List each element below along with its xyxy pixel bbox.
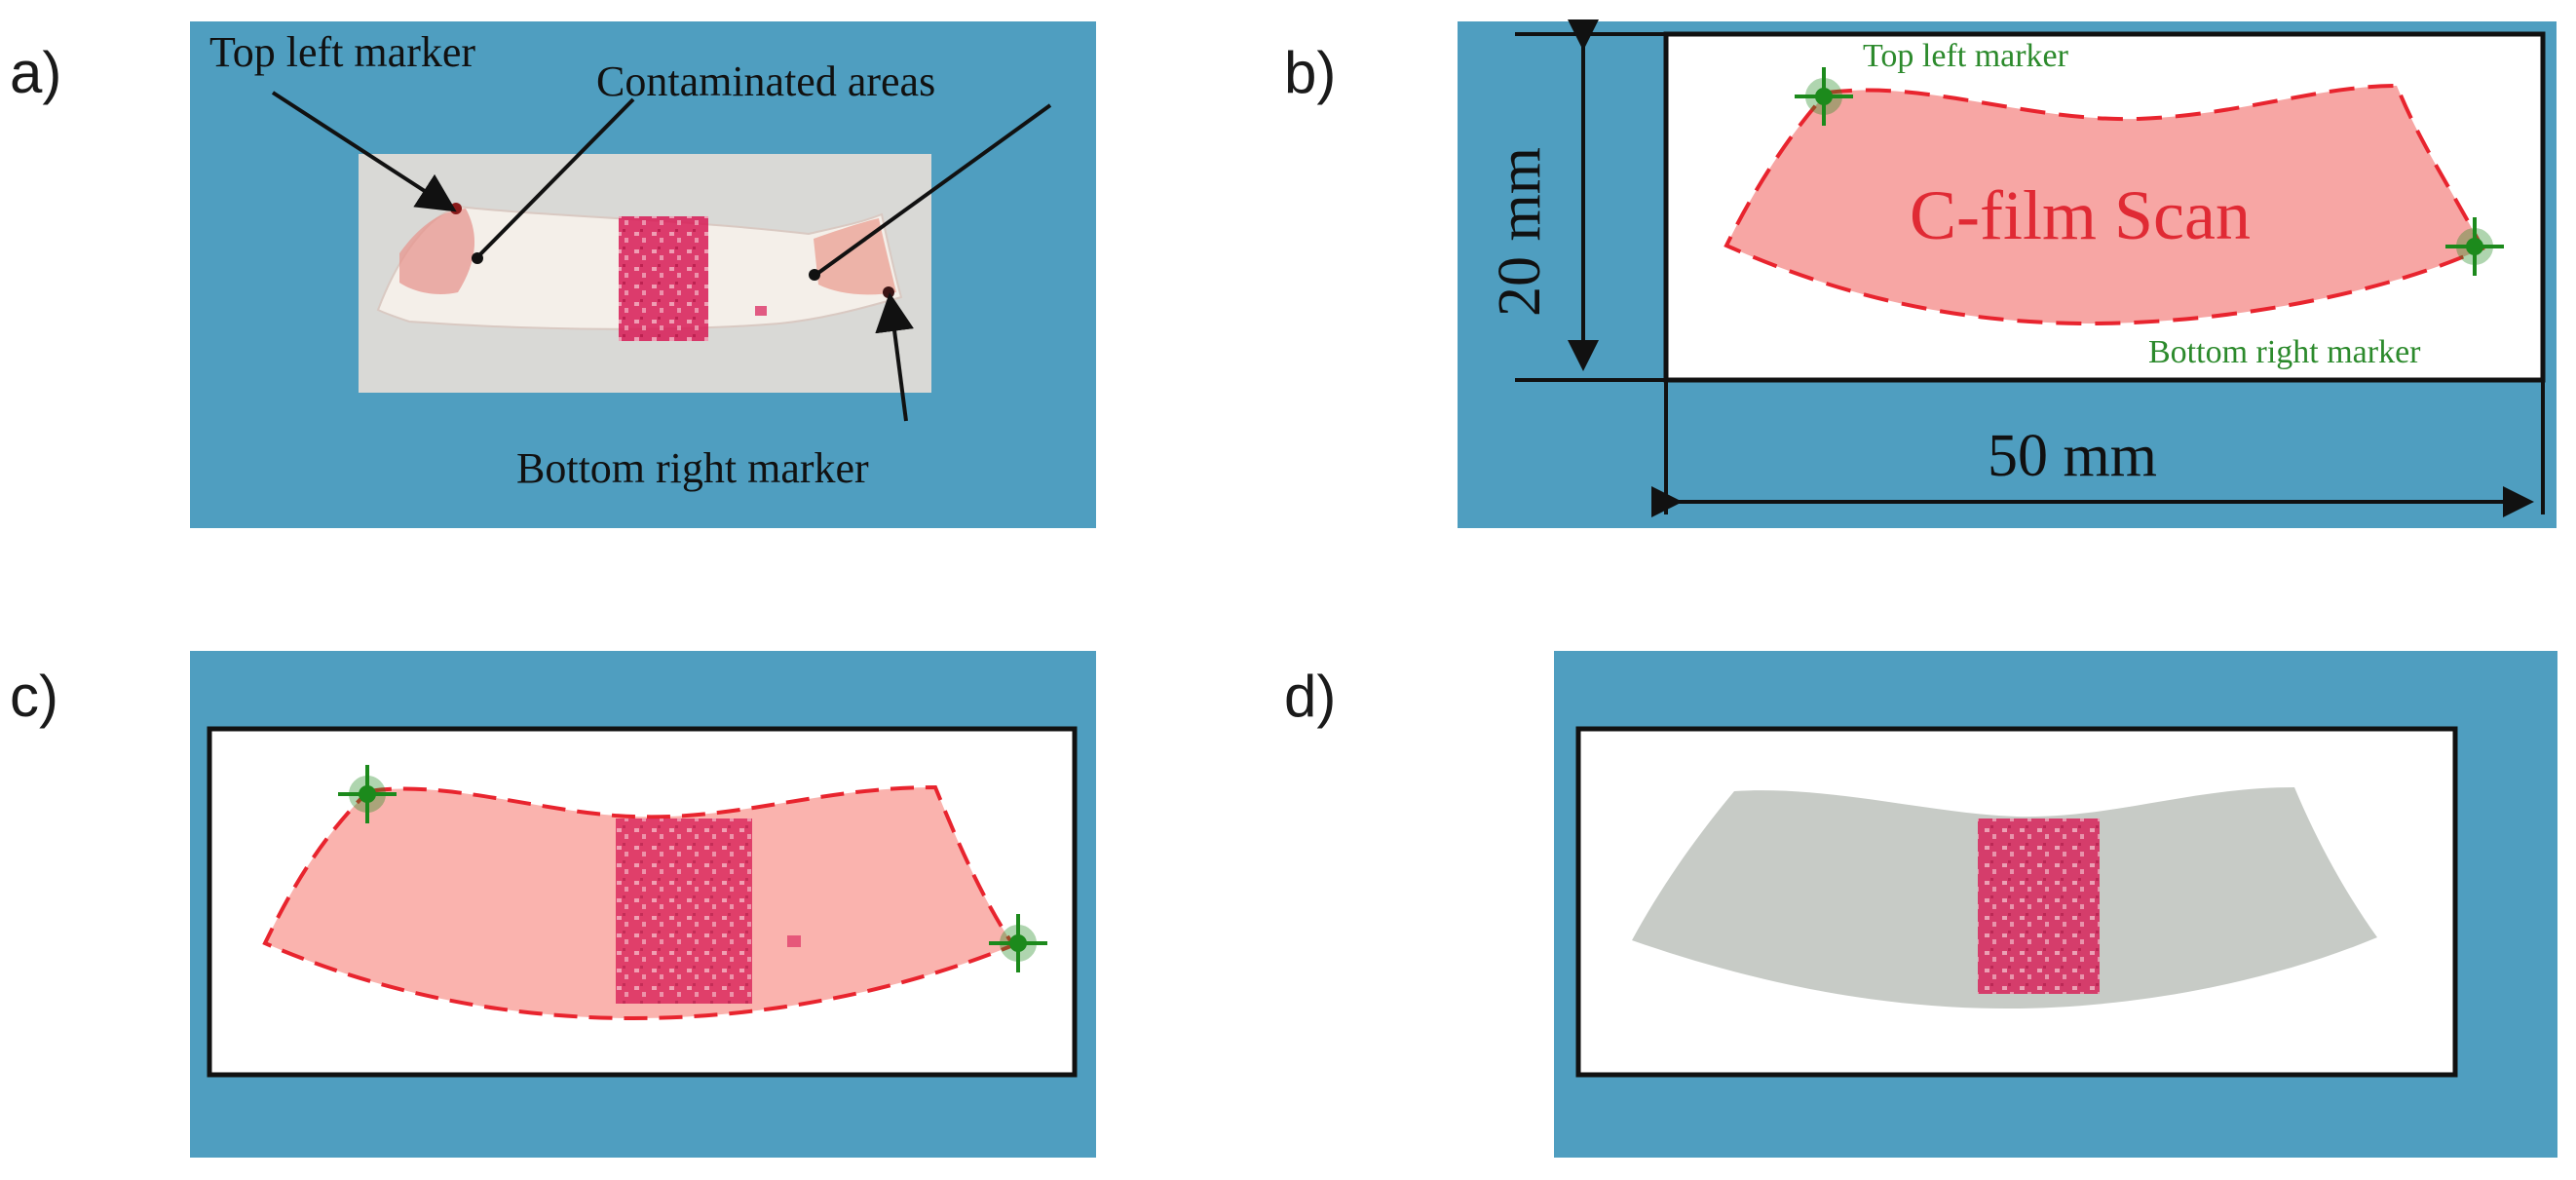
panel-a: a) Top left marker Contaminated areas Bo… <box>10 21 1096 528</box>
panel-letter-d: d) <box>1284 664 1336 729</box>
bottom-right-marker-dot <box>883 286 894 298</box>
crosshair-marker-icon <box>1795 67 1853 126</box>
contaminated-point-right <box>809 269 820 281</box>
contaminated-area-right <box>814 218 896 295</box>
panel-letter-c: c) <box>10 664 58 729</box>
crosshair-marker-icon <box>989 914 1047 972</box>
arrow-icon <box>271 91 457 212</box>
stain-region <box>1978 818 2100 994</box>
stain-speck <box>787 935 801 947</box>
label-bottom-right-marker-b: Bottom right marker <box>2148 334 2421 370</box>
panel-letter-b: b) <box>1284 40 1336 105</box>
crosshair-marker-icon <box>338 765 397 823</box>
label-top-left-marker-b: Top left marker <box>1863 38 2069 74</box>
panel-letter-a: a) <box>10 40 61 105</box>
c-film-scan-label: C-film Scan <box>1910 176 2251 254</box>
width-label: 50 mm <box>1988 423 2157 489</box>
stain-region <box>619 216 708 341</box>
top-left-marker-dot <box>450 203 462 214</box>
label-contaminated-areas: Contaminated areas <box>596 57 935 105</box>
stain-region <box>616 818 752 1004</box>
arrow-icon <box>477 97 635 257</box>
panel-b: b) C-film Scan Top left marker Bottom ri… <box>1284 19 2557 528</box>
label-bottom-right-marker-a: Bottom right marker <box>516 444 869 492</box>
height-label: 20 mm <box>1487 147 1553 317</box>
arrow-icon <box>816 103 1052 275</box>
panel-d: d) <box>1284 651 2557 1158</box>
c-film-outline <box>1724 83 2485 326</box>
crosshair-marker-icon <box>2445 217 2504 276</box>
label-top-left-marker-a: Top left marker <box>209 28 475 76</box>
panel-c: c) <box>10 651 1096 1158</box>
contaminated-area-left <box>399 209 475 294</box>
stain-speck <box>755 306 767 316</box>
arrow-icon <box>875 292 914 422</box>
